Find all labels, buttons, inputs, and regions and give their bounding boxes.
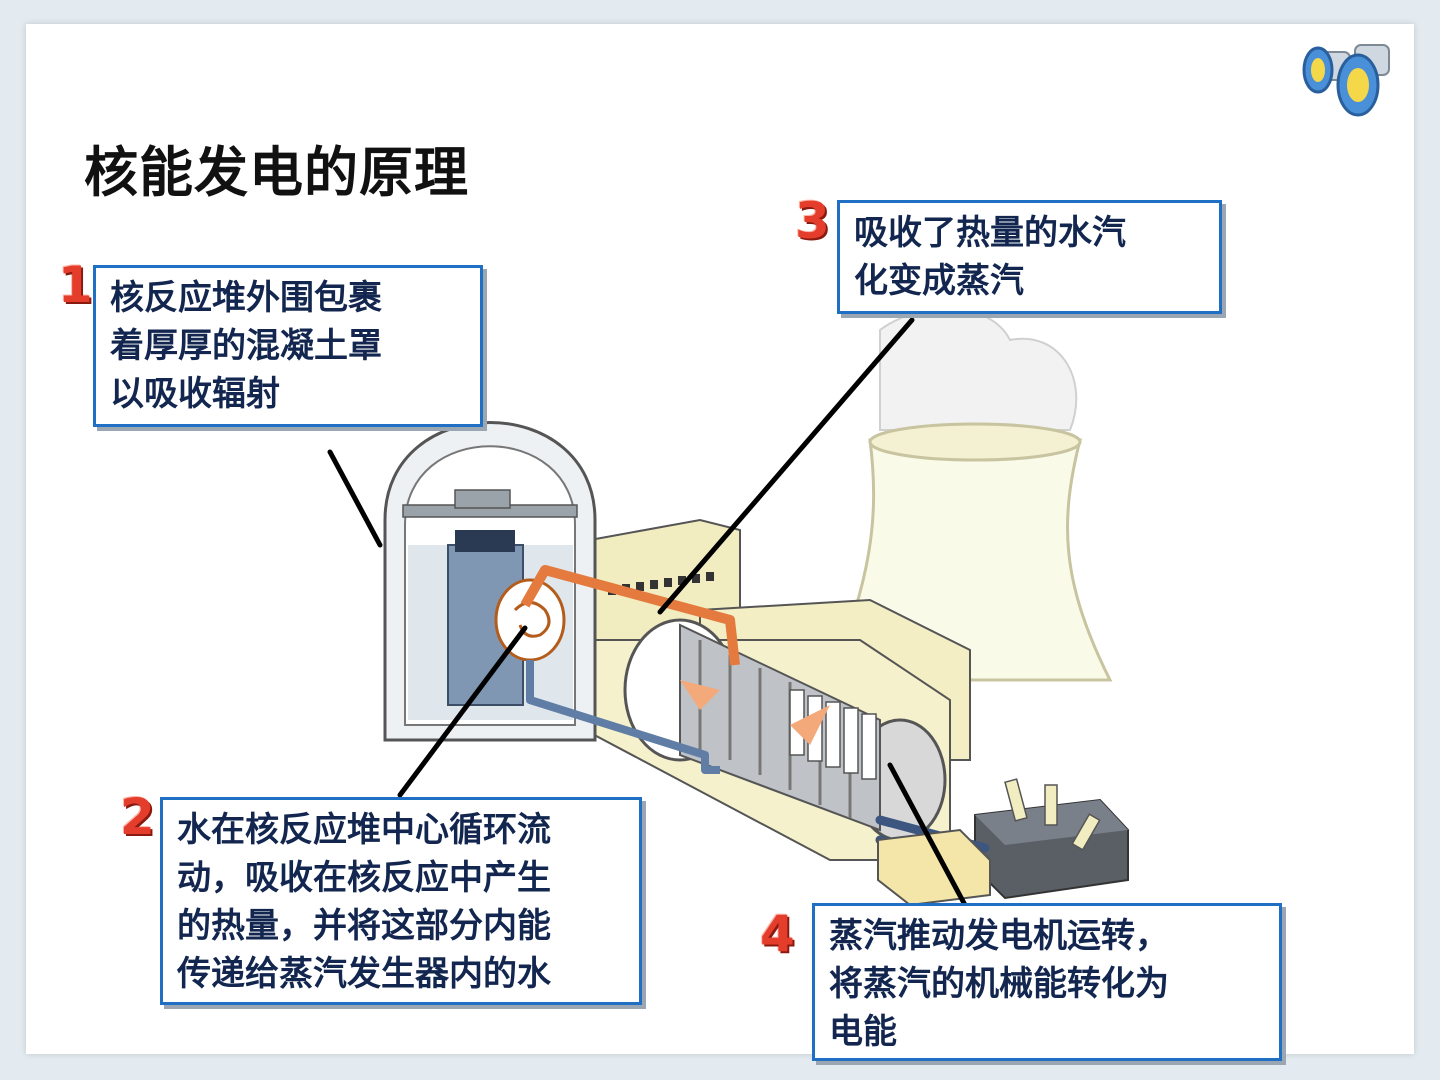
callout-1-line: 核反应堆外围包裹	[110, 278, 382, 318]
callout-3-box: 吸收了热量的水汽 化变成蒸汽	[837, 200, 1222, 314]
callout-1-number: 1	[58, 256, 93, 314]
callout-1-box: 核反应堆外围包裹 着厚厚的混凝土罩 以吸收辐射	[93, 265, 483, 427]
page-title: 核能发电的原理	[84, 140, 469, 204]
turbine-hall	[584, 518, 971, 861]
callout-2-line: 水在核反应堆中心循环流	[177, 810, 551, 850]
callout-1-line: 着厚厚的混凝土罩	[110, 326, 382, 366]
callout-2-line: 的热量，并将这部分内能	[177, 906, 551, 946]
steam-pipes	[520, 565, 830, 774]
generator	[875, 778, 1129, 907]
callout-2-line: 传递给蒸汽发生器内的水	[177, 954, 551, 994]
binoculars-icon	[1302, 44, 1390, 117]
callout-3-line: 吸收了热量的水汽	[854, 213, 1126, 253]
callout-2-number: 2	[120, 788, 155, 846]
callout-2-box: 水在核反应堆中心循环流 动，吸收在核反应中产生 的热量，并将这部分内能 传递给蒸…	[160, 797, 642, 1005]
reactor-containment	[383, 421, 597, 742]
callout-3-number: 3	[795, 192, 830, 250]
callout-4-line: 电能	[829, 1012, 897, 1052]
callout-4-number: 4	[760, 905, 795, 963]
cooling-tower	[827, 307, 1113, 682]
leader-lines	[327, 317, 968, 908]
callout-4-box: 蒸汽推动发电机运转， 将蒸汽的机械能转化为 电能	[812, 903, 1282, 1061]
callout-4-line: 将蒸汽的机械能转化为	[829, 964, 1169, 1004]
callout-4-line: 蒸汽推动发电机运转，	[829, 916, 1169, 956]
callout-3-line: 化变成蒸汽	[854, 261, 1024, 301]
callout-2-line: 动，吸收在核反应中产生	[177, 858, 551, 898]
callout-1-line: 以吸收辐射	[110, 374, 280, 414]
